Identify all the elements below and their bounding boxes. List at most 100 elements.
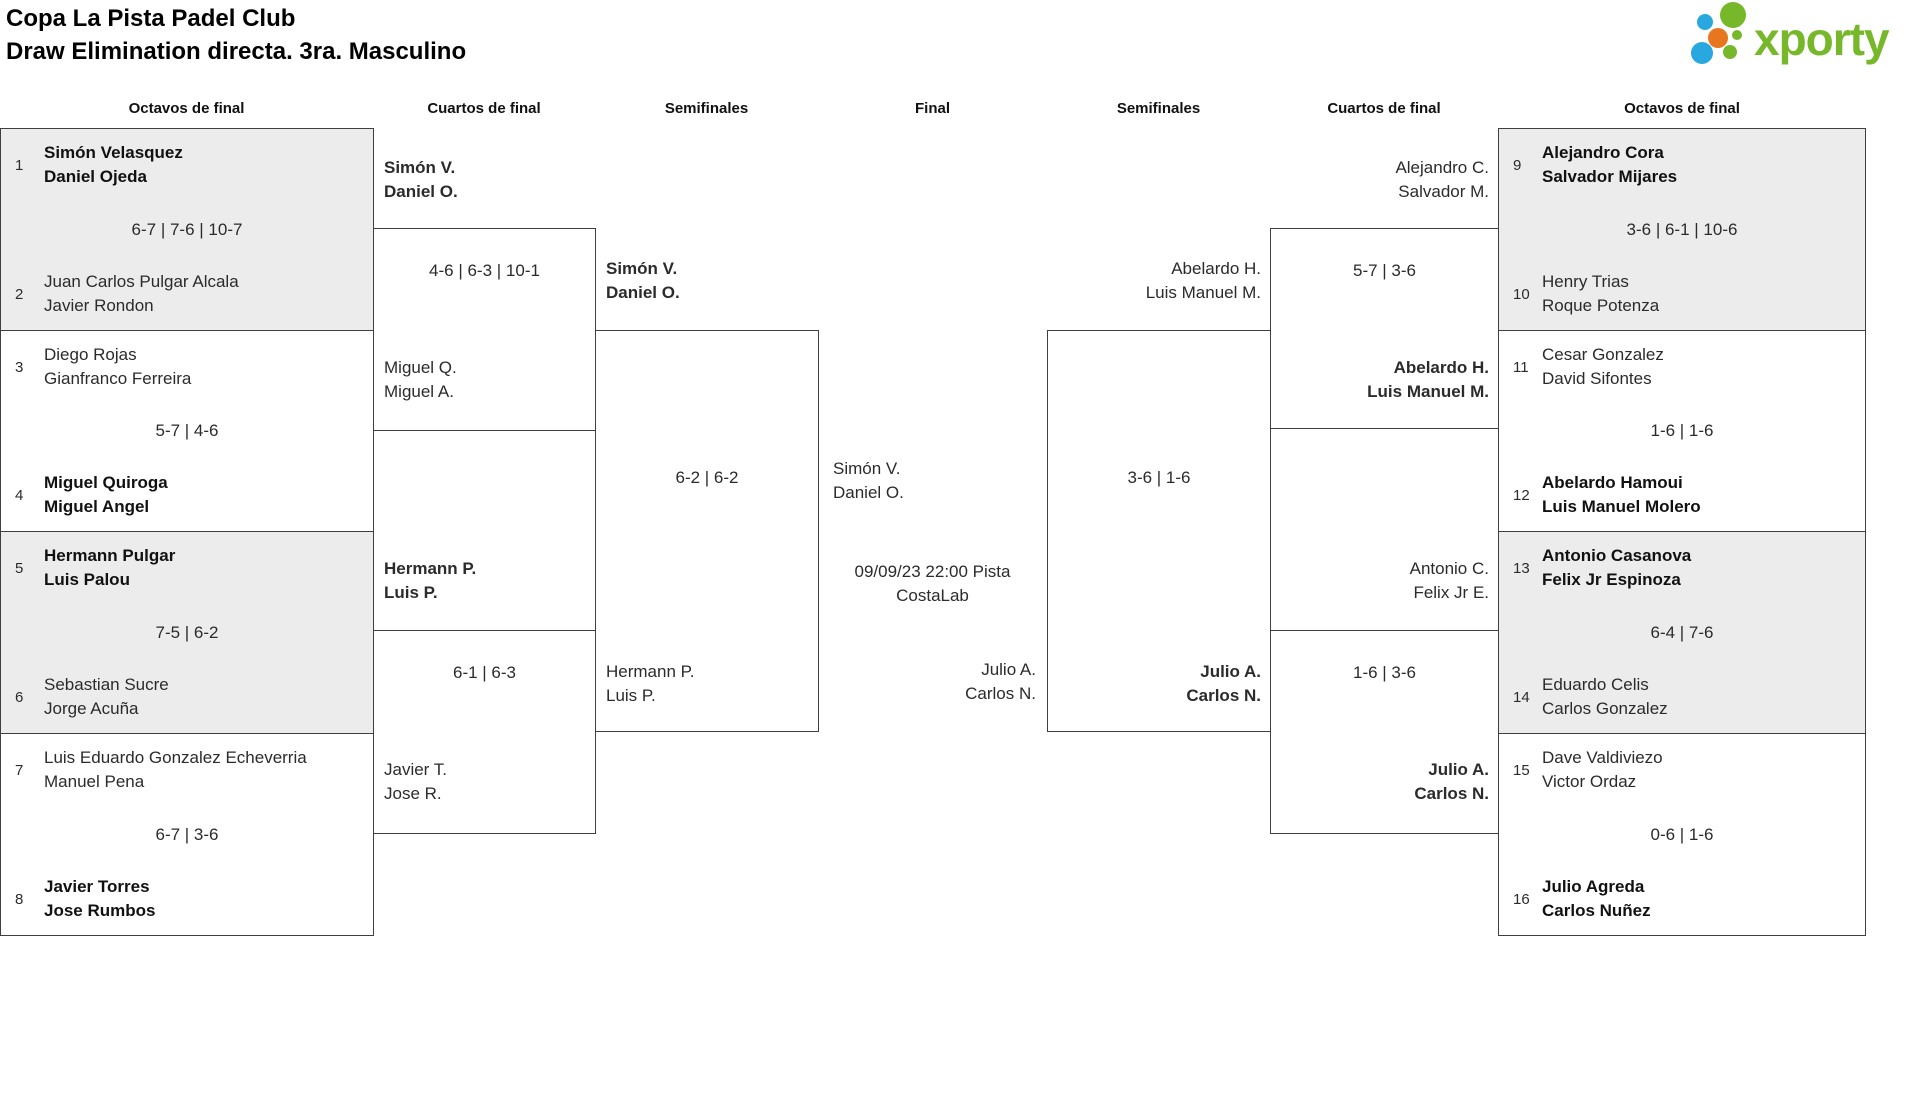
seed-number: 7 bbox=[15, 761, 24, 779]
qf-left-1-score: 4-6 | 6-3 | 10-1 bbox=[429, 261, 540, 280]
team-entry: 6 Sebastian Sucre Jorge Acuña bbox=[15, 673, 359, 721]
team-entry: 3 Diego Rojas Gianfranco Ferreira bbox=[15, 343, 359, 391]
quarterfinal-left-1-bracket bbox=[373, 228, 596, 431]
draw-name: Draw Elimination directa. 3ra. Masculino bbox=[6, 38, 467, 65]
round-header-cuartos-right: Cuartos de final bbox=[1327, 100, 1441, 117]
logo-dot-icon bbox=[1723, 45, 1737, 59]
logo-dot-icon bbox=[1708, 28, 1728, 48]
seed-number: 14 bbox=[1513, 688, 1530, 706]
final-datetime: 09/09/23 22:00 Pista bbox=[854, 562, 1011, 581]
team-entry: 5 Hermann Pulgar Luis Palou bbox=[15, 544, 359, 592]
seed-number: 4 bbox=[15, 486, 24, 504]
team-names: Diego Rojas Gianfranco Ferreira bbox=[44, 343, 191, 391]
seed-number: 10 bbox=[1513, 285, 1530, 303]
semifinal-right-bracket bbox=[1047, 330, 1271, 732]
quarterfinal-right-1-bracket bbox=[1270, 228, 1499, 429]
player-name: Manuel Pena bbox=[44, 772, 145, 791]
player-name: Luis P. bbox=[384, 583, 438, 602]
page-title: Copa La Pista Padel Club Draw Eliminatio… bbox=[6, 2, 466, 68]
player-name: Abelardo H. bbox=[1393, 358, 1489, 377]
match-score: 6-4 | 7-6 bbox=[1650, 622, 1714, 642]
match-box-5-6: 5 Hermann Pulgar Luis Palou 7-5 | 6-2 6 … bbox=[0, 531, 374, 734]
team-names: Hermann Pulgar Luis Palou bbox=[44, 544, 175, 592]
seed-number: 12 bbox=[1513, 486, 1530, 504]
player-name: Simón V. bbox=[606, 259, 678, 278]
team-names: Sebastian Sucre Jorge Acuña bbox=[44, 673, 169, 721]
team-names: Cesar Gonzalez David Sifontes bbox=[1542, 343, 1664, 391]
player-name: Miguel Q. bbox=[384, 358, 457, 377]
sf-right-top-team: Abelardo H. Luis Manuel M. bbox=[1047, 257, 1261, 305]
team-entry: 1 Simón Velasquez Daniel Ojeda bbox=[15, 141, 359, 189]
team-entry: 16 Julio Agreda Carlos Nuñez bbox=[1513, 875, 1851, 923]
seed-number: 1 bbox=[15, 156, 24, 174]
player-name: Daniel O. bbox=[606, 283, 680, 302]
round-header-octavos-left: Octavos de final bbox=[128, 100, 245, 117]
player-name: Carlos Gonzalez bbox=[1542, 699, 1668, 718]
match-score: 0-6 | 1-6 bbox=[1650, 824, 1714, 844]
logo-dot-icon bbox=[1691, 42, 1713, 64]
team-names: Henry Trias Roque Potenza bbox=[1542, 270, 1659, 318]
player-name: Carlos N. bbox=[1186, 686, 1261, 705]
match-box-13-14: 13 Antonio Casanova Felix Jr Espinoza 6-… bbox=[1498, 531, 1866, 734]
seed-number: 2 bbox=[15, 285, 24, 303]
match-box-15-16: 15 Dave Valdiviezo Victor Ordaz 0-6 | 1-… bbox=[1498, 733, 1866, 936]
team-names: Dave Valdiviezo Victor Ordaz bbox=[1542, 746, 1663, 794]
logo-dot-icon bbox=[1720, 2, 1746, 28]
team-entry: 4 Miguel Quiroga Miguel Angel bbox=[15, 471, 359, 519]
match-score: 6-7 | 3-6 bbox=[155, 824, 219, 844]
team-names: Javier Torres Jose Rumbos bbox=[44, 875, 155, 923]
player-name: Miguel A. bbox=[384, 382, 454, 401]
xporty-logo[interactable]: xporty bbox=[1690, 0, 1918, 76]
player-name: Antonio Casanova bbox=[1542, 546, 1692, 565]
player-name: Cesar Gonzalez bbox=[1542, 345, 1664, 364]
qf-left-2-bottom-team: Javier T. Jose R. bbox=[384, 758, 447, 806]
seed-number: 5 bbox=[15, 559, 24, 577]
player-name: Miguel Angel bbox=[44, 497, 150, 516]
player-name: Daniel O. bbox=[833, 483, 904, 502]
quarterfinal-left-2-bracket bbox=[373, 630, 596, 834]
player-name: Luis P. bbox=[606, 686, 656, 705]
player-name: Daniel Ojeda bbox=[44, 167, 147, 186]
team-entry: 8 Javier Torres Jose Rumbos bbox=[15, 875, 359, 923]
match-box-11-12: 11 Cesar Gonzalez David Sifontes 1-6 | 1… bbox=[1498, 330, 1866, 532]
match-box-1-2: 1 Simón Velasquez Daniel Ojeda 6-7 | 7-6… bbox=[0, 128, 374, 331]
match-score: 1-6 | 1-6 bbox=[1650, 421, 1714, 440]
logo-wordmark: xporty bbox=[1754, 13, 1890, 65]
player-name: Carlos N. bbox=[1414, 784, 1489, 803]
player-name: Jose Rumbos bbox=[44, 901, 156, 920]
player-name: Julio A. bbox=[1428, 760, 1489, 779]
match-box-9-10: 9 Alejandro Cora Salvador Mijares 3-6 | … bbox=[1498, 128, 1866, 331]
player-name: Alejandro C. bbox=[1395, 158, 1489, 177]
seed-number: 6 bbox=[15, 688, 24, 706]
player-name: Luis Manuel M. bbox=[1367, 382, 1489, 401]
team-names: Eduardo Celis Carlos Gonzalez bbox=[1542, 673, 1668, 721]
player-name: Miguel Quiroga bbox=[44, 473, 168, 492]
team-names: Simón Velasquez Daniel Ojeda bbox=[44, 141, 183, 189]
team-entry: 11 Cesar Gonzalez David Sifontes bbox=[1513, 343, 1851, 391]
player-name: David Sifontes bbox=[1542, 369, 1652, 388]
seed-number: 9 bbox=[1513, 156, 1522, 174]
team-names: Abelardo Hamoui Luis Manuel Molero bbox=[1542, 471, 1701, 519]
team-entry: 13 Antonio Casanova Felix Jr Espinoza bbox=[1513, 544, 1851, 592]
player-name: Diego Rojas bbox=[44, 345, 137, 364]
player-name: Luis Manuel M. bbox=[1145, 283, 1261, 302]
qf-right-2-top-team: Antonio C. Felix Jr E. bbox=[1270, 557, 1489, 605]
team-names: Julio Agreda Carlos Nuñez bbox=[1542, 875, 1651, 923]
logo-dot-icon bbox=[1697, 14, 1713, 30]
player-name: Julio A. bbox=[1200, 662, 1261, 681]
team-names: Antonio Casanova Felix Jr Espinoza bbox=[1542, 544, 1691, 592]
player-name: Abelardo Hamoui bbox=[1542, 473, 1683, 492]
player-name: Simón V. bbox=[833, 459, 901, 478]
round-header-semifinales-right: Semifinales bbox=[1116, 100, 1201, 117]
match-box-7-8: 7 Luis Eduardo Gonzalez Echeverria Manue… bbox=[0, 733, 374, 936]
team-entry: 9 Alejandro Cora Salvador Mijares bbox=[1513, 141, 1851, 189]
tournament-name: Copa La Pista Padel Club bbox=[6, 5, 296, 32]
player-name: Alejandro Cora bbox=[1542, 143, 1664, 162]
player-name: Julio A. bbox=[981, 660, 1036, 679]
player-name: Julio Agreda bbox=[1542, 877, 1645, 896]
player-name: Carlos N. bbox=[965, 684, 1036, 703]
player-name: Salvador Mijares bbox=[1542, 167, 1678, 186]
player-name: Jose R. bbox=[384, 784, 442, 803]
final-top-team: Simón V. Daniel O. bbox=[833, 457, 904, 505]
